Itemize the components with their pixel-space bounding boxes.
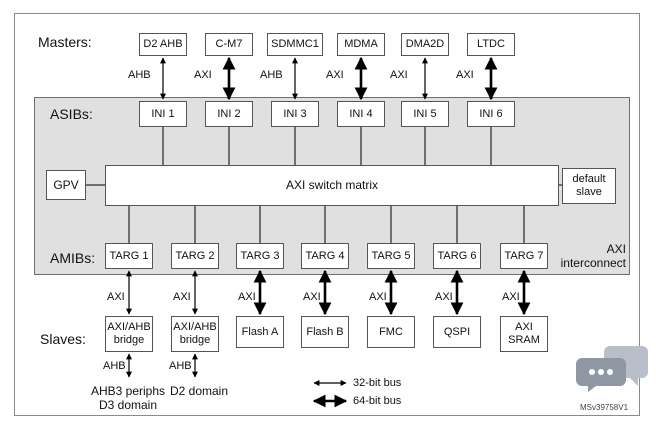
amib-targ-2: TARG 2 <box>171 243 219 269</box>
gpv-block: GPV <box>46 170 86 200</box>
figure-code: MSv39758V1 <box>580 403 629 412</box>
slave-box-6: QSPI <box>433 316 481 348</box>
slave-box-3: Flash A <box>236 316 284 348</box>
master-box-1: D2 AHB <box>139 33 187 56</box>
master-box-4: MDMA <box>337 33 385 56</box>
bridge-out-bus-label-2: AHB <box>169 360 192 372</box>
slaves-header: Slaves: <box>40 331 86 347</box>
slave-box-4: Flash B <box>301 316 349 348</box>
master-box-6: LTDC <box>467 33 515 56</box>
master-bus-label-1: AHB <box>128 69 151 81</box>
asib-ini-3: INI 3 <box>271 101 319 127</box>
slave-bus-label-3: AXI <box>238 291 256 303</box>
slave-box-1: AXI/AHB bridge <box>105 316 153 352</box>
legend-32bit-label: 32-bit bus <box>353 377 402 389</box>
bridge-out-domain-2: D2 domain <box>169 384 229 398</box>
asib-ini-2: INI 2 <box>205 101 253 127</box>
slave-box-2: AXI/AHB bridge <box>171 316 219 352</box>
master-bus-label-6: AXI <box>456 69 474 81</box>
asib-ini-4: INI 4 <box>337 101 385 127</box>
chat-bubble-icon <box>576 346 648 392</box>
master-box-5: DMA2D <box>401 33 449 56</box>
master-bus-label-5: AXI <box>390 69 408 81</box>
slave-box-5: FMC <box>367 316 415 348</box>
amib-targ-5: TARG 5 <box>367 243 415 269</box>
slave-bus-label-1: AXI <box>107 291 125 303</box>
asib-ini-1: INI 1 <box>139 101 187 127</box>
amib-targ-7: TARG 7 <box>500 243 548 269</box>
figure-frame <box>14 13 640 416</box>
axi-interconnect-label: AXI interconnect <box>560 242 626 270</box>
bridge-out-bus-label-1: AHB <box>103 360 126 372</box>
masters-header: Masters: <box>38 34 92 50</box>
slave-bus-label-2: AXI <box>173 291 191 303</box>
asibs-header: ASIBs: <box>50 106 93 122</box>
amib-targ-4: TARG 4 <box>301 243 349 269</box>
amib-targ-3: TARG 3 <box>236 243 284 269</box>
legend-64bit-label: 64-bit bus <box>353 395 402 407</box>
amibs-header: AMIBs: <box>50 250 96 266</box>
master-bus-label-2: AXI <box>194 69 212 81</box>
slave-box-7: AXI SRAM <box>500 316 548 352</box>
bridge-out-domain-1: AHB3 periphs D3 domain <box>90 384 166 412</box>
slave-bus-label-6: AXI <box>435 291 453 303</box>
slave-bus-label-4: AXI <box>303 291 321 303</box>
master-bus-label-4: AXI <box>326 69 344 81</box>
amib-targ-1: TARG 1 <box>105 243 153 269</box>
master-box-2: C-M7 <box>205 33 253 56</box>
asib-ini-5: INI 5 <box>401 101 449 127</box>
amib-targ-6: TARG 6 <box>433 243 481 269</box>
master-bus-label-3: AHB <box>260 69 283 81</box>
axi-switch-matrix: AXI switch matrix <box>105 165 559 206</box>
default-slave-block: default slave <box>562 168 616 204</box>
master-box-3: SDMMC1 <box>267 33 323 56</box>
asib-ini-6: INI 6 <box>467 101 515 127</box>
slave-bus-label-5: AXI <box>369 291 387 303</box>
slave-bus-label-7: AXI <box>502 291 520 303</box>
